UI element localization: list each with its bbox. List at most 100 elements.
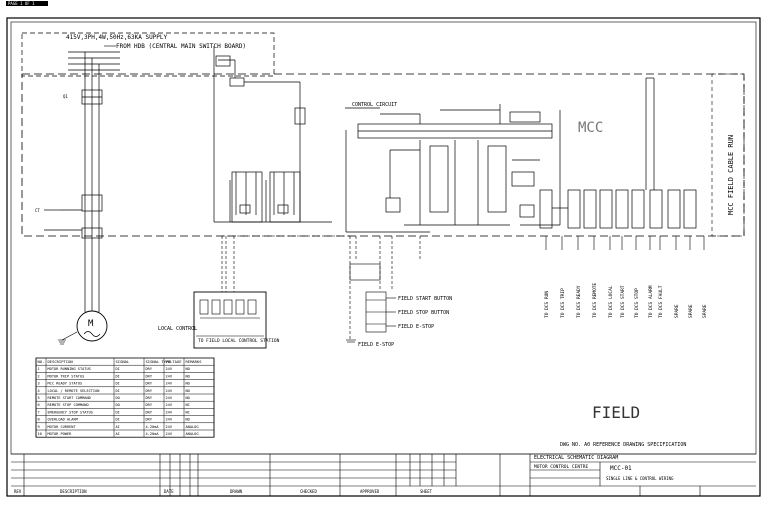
- control-wiring: [213, 46, 332, 223]
- io-table-cell: NO: [186, 396, 190, 400]
- io-table-cell: DO: [116, 403, 120, 407]
- io-table-cell: MOTOR RUNNING STATUS: [48, 367, 91, 371]
- local-control-station: [193, 291, 267, 349]
- io-table-cell: 9: [38, 425, 40, 429]
- sheet-tab: PAGE 1 OF 1: [6, 1, 48, 6]
- io-table-cell: DI: [116, 418, 120, 422]
- svg-text:Q1: Q1: [63, 94, 68, 99]
- io-table-cell: NC: [186, 410, 190, 414]
- io-table-cell: REMOTE START COMMAND: [48, 396, 91, 400]
- io-table-cell: DRY: [146, 403, 153, 407]
- field-terminal-label: TO DCS TRIP: [560, 288, 566, 318]
- field-terminal-label: TO DCS RUN: [544, 291, 550, 318]
- inner-border: [10, 21, 757, 455]
- io-table-cell: NC: [186, 403, 190, 407]
- footer-cell: DATE: [164, 489, 174, 494]
- io-table-cell: MOTOR CURRENT: [48, 425, 77, 429]
- field-device-2: FIELD STOP BUTTON: [398, 310, 449, 316]
- field-device-3: FIELD E-STOP: [398, 324, 434, 330]
- field-terminal-label: SPARE: [702, 304, 708, 318]
- io-table-cell: 6: [38, 403, 40, 407]
- mcc-label: MCC: [578, 120, 603, 136]
- io-table-cell: ANALOG: [186, 432, 199, 436]
- io-table-header: VOLTAGE: [166, 359, 183, 364]
- company-label: ELECTRICAL SCHEMATIC DIAGRAM: [534, 455, 618, 461]
- io-table-cell: DRY: [146, 382, 153, 386]
- revision-block: [11, 453, 756, 496]
- io-table-cell: DRY: [146, 410, 153, 414]
- io-table-cell: DRY: [146, 367, 153, 371]
- field-label: FIELD: [592, 403, 640, 422]
- io-table-cell: DO: [116, 396, 120, 400]
- busbars: [44, 51, 120, 292]
- io-table-cell: 7: [38, 410, 40, 414]
- io-table-cell: DI: [116, 374, 120, 378]
- field-terminal-label: SPARE: [688, 304, 694, 318]
- io-table-cell: 10: [38, 432, 42, 436]
- io-table-cell: DI: [116, 410, 120, 414]
- io-table-cell: 8: [38, 418, 40, 422]
- io-table-cell: ANALOG: [186, 425, 199, 429]
- io-table-cell: OVERLOAD ALARM: [48, 418, 79, 422]
- junction-note: TO FIELD LOCAL CONTROL STATION: [198, 338, 280, 344]
- io-table-cell: 24V: [166, 432, 173, 436]
- footer-cell: DESCRIPTION: [60, 489, 87, 494]
- io-table-cell: 4-20mA: [146, 425, 160, 429]
- io-table-cell: 4: [38, 389, 40, 393]
- io-table-cell: 4-20mA: [146, 432, 160, 436]
- mcc-zone: [21, 73, 745, 237]
- io-table-header: SIGNAL TYPE: [146, 359, 172, 364]
- supply-label: 415V,3PH,4W,50Hz,63KA SUPPLY: [66, 34, 168, 41]
- field-terminal-label: SPARE: [674, 304, 680, 318]
- field-cables: [221, 235, 421, 340]
- io-table-cell: 24V: [166, 425, 173, 429]
- io-table-header: SIGNAL: [116, 359, 130, 364]
- sheet-border: [6, 17, 761, 497]
- field-terminal-label: TO DCS FAULT: [658, 285, 664, 318]
- control-relays: CONTROL CIRCUIT: [345, 102, 561, 233]
- mcc-side-label: MCC FIELD CABLE RUN: [727, 135, 735, 215]
- io-table-cell: MOTOR TRIP STATUS: [48, 374, 85, 378]
- field-terminal-label: TO DCS READY: [576, 285, 582, 318]
- io-table-cell: 3: [38, 382, 40, 386]
- io-table-cell: MOTOR POWER: [48, 432, 73, 436]
- svg-text:CONTROL CIRCUIT: CONTROL CIRCUIT: [352, 102, 397, 108]
- io-table-header: DESCRIPTION: [48, 359, 74, 364]
- io-table-cell: 1: [38, 367, 40, 371]
- motor-label: M: [88, 319, 94, 329]
- field-devices: [346, 263, 396, 343]
- io-table-cell: 24V: [166, 396, 173, 400]
- footer-cell: DRAWN: [230, 489, 243, 494]
- io-table-cell: 24V: [166, 382, 173, 386]
- field-terminal-labels: TO DCS RUN TO DCS TRIP TO DCS READY TO DCS …: [544, 236, 708, 318]
- io-table-cell: 24V: [166, 389, 173, 393]
- svg-text:CT: CT: [35, 208, 40, 213]
- io-table-cell: AI: [116, 425, 120, 429]
- supply-zone: [21, 32, 275, 77]
- field-terminal-label: TO DCS START: [620, 285, 626, 318]
- field-terminal-label: TO DCS REMOTE: [592, 282, 598, 318]
- footer-cell: APPROVED: [360, 489, 380, 494]
- bottom-terminal-label: FIELD E-STOP: [358, 342, 394, 348]
- io-table-cell: NO: [186, 418, 190, 422]
- io-table-cell: DI: [116, 389, 120, 393]
- io-table-cell: 24V: [166, 418, 173, 422]
- field-terminal-label: TO DCS STOP: [634, 288, 640, 318]
- io-table-cell: DRY: [146, 374, 153, 378]
- io-table-cell: AI: [116, 432, 120, 436]
- io-table-cell: 24V: [166, 374, 173, 378]
- io-table-cell: 24V: [166, 367, 173, 371]
- field-terminal-label: TO DCS LOCAL: [608, 285, 614, 318]
- io-table-cell: NO: [186, 374, 190, 378]
- local-control-label: LOCAL CONTROL: [158, 326, 197, 332]
- terminal-strip: [539, 77, 697, 229]
- drawing-title: MCC-01: [610, 465, 632, 472]
- io-table-cell: MCC READY STATUS: [48, 382, 83, 386]
- io-table-cell: DRY: [146, 389, 153, 393]
- io-table-cell: EMERGENCY STOP STATUS: [48, 410, 93, 414]
- field-device-1: FIELD START BUTTON: [398, 296, 452, 302]
- io-table-cell: 24V: [166, 403, 173, 407]
